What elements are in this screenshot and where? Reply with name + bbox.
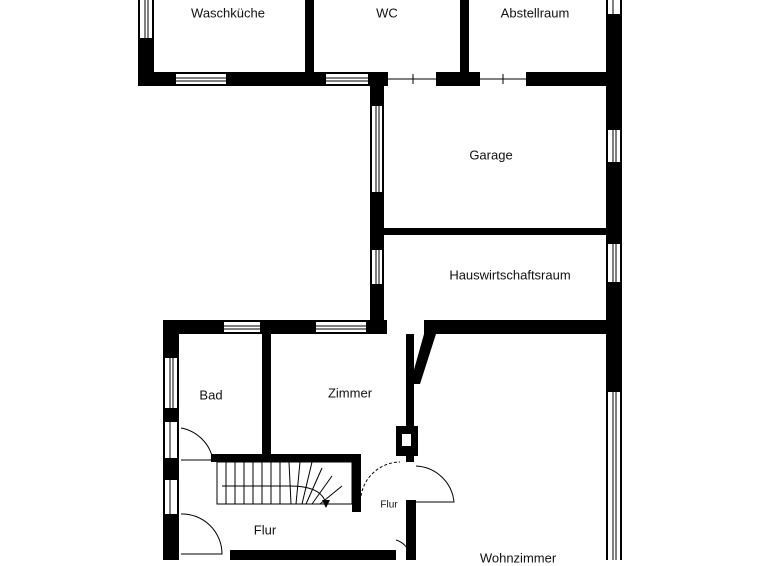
room-label-wohnzimmer: Wohnzimmer: [479, 550, 557, 566]
window-zimmer-top: [316, 322, 366, 332]
wall-diagonal: [410, 334, 436, 384]
room-label-waschkueche: Waschküche: [191, 5, 265, 21]
window-bad-left: [165, 358, 177, 408]
wall-flur-small-right: [406, 500, 416, 560]
door-wohnzimmer: [415, 465, 455, 503]
window-garage-right: [608, 130, 620, 162]
door-bad: [180, 427, 214, 461]
door-flur-small: [360, 461, 401, 497]
wall-lower-bottom: [230, 550, 396, 560]
wall-abstellraum-bottom-left: [436, 72, 480, 86]
wall-wc-abstellraum: [460, 0, 469, 74]
door-flur-bottom: [395, 539, 411, 556]
room-label-flur-small: Flur: [380, 499, 398, 511]
window-hauswirtschaft-left: [372, 250, 382, 284]
wall-waschkueche-wc: [305, 0, 314, 74]
window-waschkueche-left: [140, 0, 152, 38]
door-flur-left: [180, 513, 223, 555]
wall-abstellraum-bottom-right: [526, 72, 622, 86]
window-flur-left: [165, 480, 177, 514]
wall-stairs-right: [352, 454, 361, 512]
window-bad-top: [224, 322, 260, 332]
room-label-wc: WC: [376, 5, 398, 21]
room-label-zimmer: Zimmer: [327, 385, 373, 401]
window-wohnzimmer-right: [608, 392, 620, 560]
window-abstellraum-right: [608, 0, 620, 14]
wall-lower-top-right: [424, 320, 622, 334]
staircase: [216, 461, 353, 508]
room-label-bad: Bad: [199, 387, 223, 403]
window-hauswirtschaft-right: [608, 244, 620, 282]
room-label-garage: Garage: [469, 147, 513, 163]
wall-zimmer-right: [406, 334, 414, 462]
window-waschkueche-bottom: [176, 74, 226, 84]
room-label-flur-main: Flur: [253, 522, 277, 538]
wall-right-exterior: [606, 0, 622, 336]
room-label-hauswirtschaftsraum: Hauswirtschaftsraum: [449, 267, 571, 283]
window-bad-left-2: [165, 422, 177, 458]
room-label-abstellraum: Abstellraum: [500, 5, 570, 21]
wall-garage-hauswirtschaft: [384, 228, 606, 235]
window-garage-left: [372, 106, 382, 192]
wall-stairs-top: [211, 454, 361, 462]
window-wc-bottom: [326, 74, 368, 84]
